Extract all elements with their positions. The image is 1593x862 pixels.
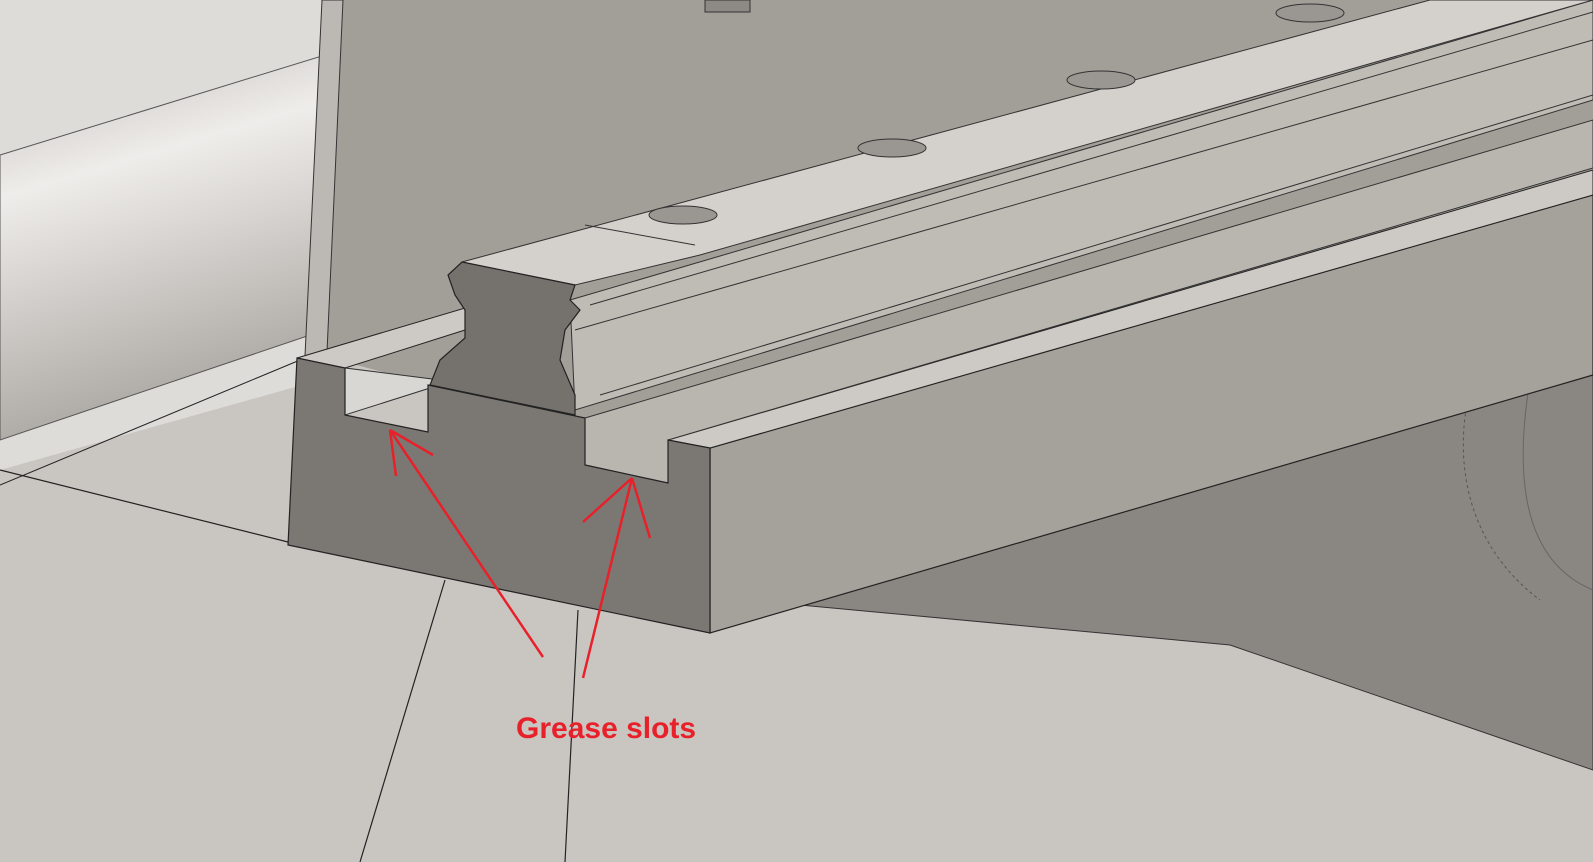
arrowhead xyxy=(582,477,633,523)
channel-cut-face xyxy=(287,357,711,634)
hidden-edge xyxy=(1462,389,1541,601)
arrowhead xyxy=(388,429,398,477)
mounting-hole xyxy=(648,205,718,225)
fillet-edge xyxy=(1522,379,1593,591)
mounting-hole xyxy=(1275,3,1345,23)
edge-line xyxy=(0,359,301,486)
rail-profile xyxy=(429,261,581,416)
arrow-right xyxy=(581,477,634,679)
annotation-arrows xyxy=(388,428,652,679)
rail-groove xyxy=(574,39,1593,331)
rail-joint xyxy=(584,224,696,246)
rail-groove xyxy=(589,11,1593,306)
grease-slots-label: Grease slots xyxy=(516,712,697,745)
wall-tab xyxy=(704,0,751,13)
edge-line xyxy=(359,579,446,862)
arrowhead xyxy=(389,428,434,457)
arrowhead xyxy=(630,477,652,539)
edge-line xyxy=(0,469,301,546)
mounting-hole xyxy=(1066,70,1136,90)
edge-line xyxy=(564,609,579,862)
rail-groove xyxy=(599,94,1593,396)
mounting-hole xyxy=(857,138,927,158)
rail-side-face xyxy=(569,0,1593,411)
arrow-left xyxy=(388,429,545,658)
